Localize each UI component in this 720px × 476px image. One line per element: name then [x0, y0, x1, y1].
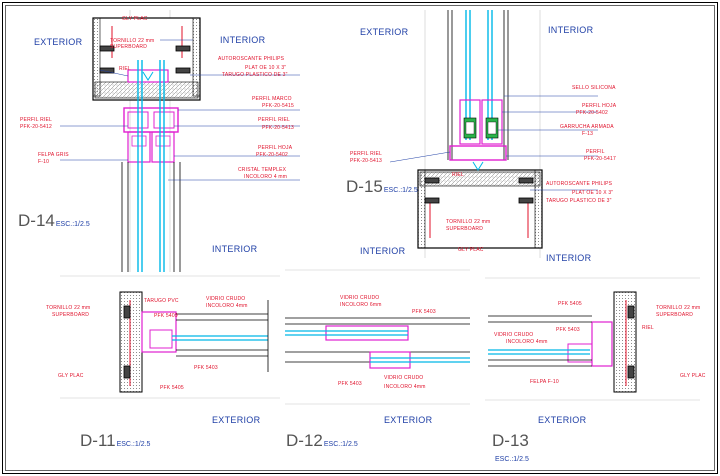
detail-d12: [285, 317, 470, 369]
note: GLY PLAC: [122, 16, 148, 22]
note: PLAT OE 10 X 3": [572, 190, 614, 196]
note: INCOLORO 4mm: [206, 303, 248, 309]
note: PFK 5403: [412, 309, 436, 315]
exterior-label: EXTERIOR: [360, 27, 409, 37]
detail-scale: ESC.:1/2.5: [116, 441, 151, 448]
note: PERFIL RIEL: [20, 117, 53, 123]
note: SUPERBOARD: [446, 226, 484, 232]
detail-title-d12: D-12ESC.:1/2.5: [286, 432, 358, 450]
note: TARUGO PLASTICO DE 3": [546, 198, 612, 204]
detail-title-text: D-14: [18, 211, 55, 230]
note: SELLO SILICONA: [572, 85, 616, 91]
note: PERFIL RIEL: [350, 151, 383, 157]
note: AUTOROSCANTE PHILIPS: [546, 181, 613, 187]
note: INCOLORO 4mm: [506, 339, 548, 345]
note: GLY PLAC: [458, 247, 484, 253]
note: INCOLORO 4 mm: [244, 174, 288, 180]
note: PFK 5403: [556, 327, 580, 333]
note: PFK 5405: [558, 301, 582, 307]
note: PFK-20-5413: [262, 125, 294, 131]
note: PERFIL MARCO: [252, 96, 292, 102]
note: PERFIL: [586, 149, 605, 155]
detail-d14: [60, 17, 300, 272]
note: RIEL: [452, 172, 464, 178]
note: TORNILLO 22 mm: [46, 305, 91, 311]
detail-title-text: D-15: [346, 177, 383, 196]
detail-scale: ESC.:1/2.5: [495, 456, 529, 463]
note: PFK-20-5417: [584, 156, 616, 162]
detail-d15: [389, 10, 598, 249]
note: PLAT OE 10 X 3": [245, 65, 287, 71]
note: PFK-20-5402: [576, 110, 608, 116]
note: INCOLORO 4mm: [384, 384, 426, 390]
note: TORNILLO 22 mm: [656, 305, 701, 311]
note: F-10: [38, 159, 50, 165]
detail-title-d11: D-11ESC.:1/2.5: [80, 432, 150, 450]
note: FELPA GRIS: [38, 152, 69, 158]
interior-label: INTERIOR: [360, 246, 406, 256]
exterior-label: EXTERIOR: [34, 37, 83, 47]
note: VIDRIO CRUDO: [494, 332, 534, 338]
exterior-label: EXTERIOR: [384, 415, 433, 425]
detail-title-text: D-13: [492, 431, 529, 450]
note: PFK 5405: [160, 385, 184, 391]
note: TORNILLO 22 mm: [110, 38, 155, 44]
interior-label: INTERIOR: [548, 25, 594, 35]
note: PERFIL HOJA: [582, 103, 617, 109]
note: VIDRIO CRUDO: [340, 295, 380, 301]
note: VIDRIO CRUDO: [206, 296, 246, 302]
note: TORNILLO 22 mm: [446, 219, 491, 225]
interior-label: INTERIOR: [220, 35, 266, 45]
note: PFK 5403: [338, 381, 362, 387]
exterior-label: EXTERIOR: [212, 415, 261, 425]
note: PFK 5409: [154, 313, 178, 319]
detail-title-d15: D-15ESC.:1/2.5: [346, 178, 418, 196]
note: SUPERBOARD: [110, 44, 148, 50]
note: GLY PLAC: [680, 373, 706, 379]
note: SUPERBOARD: [52, 312, 90, 318]
note: FELPA F-10: [530, 379, 559, 385]
detail-d13: [488, 291, 637, 393]
detail-scale: ESC.:1/2.5: [323, 441, 358, 448]
note: PERFIL RIEL: [258, 117, 291, 123]
note: GARRUCHA ARMADA: [560, 124, 614, 130]
note: INCOLORO 6mm: [340, 302, 382, 308]
note: F-13: [582, 131, 594, 137]
note: AUTOROSCANTE PHILIPS: [218, 56, 285, 62]
note: RIEL: [119, 66, 131, 72]
note: PFK-20-5413: [350, 158, 382, 164]
detail-scale: ESC.:1/2.5: [383, 187, 418, 194]
note: SUPERBOARD: [656, 312, 694, 318]
note: PFK 5403: [194, 365, 218, 371]
note: PFK-20-5402: [256, 152, 288, 158]
detail-d11: [119, 291, 269, 393]
detail-title-d14: D-14ESC.:1/2.5: [18, 212, 90, 230]
interior-label: INTERIOR: [212, 244, 258, 254]
detail-title-text: D-11: [80, 431, 116, 450]
note: PERFIL HOJA: [258, 145, 293, 151]
exterior-label: EXTERIOR: [538, 415, 587, 425]
note: CRISTAL TEMPLEX: [238, 167, 287, 173]
note: TARUGO PVC: [144, 298, 179, 304]
detail-title-text: D-12: [286, 431, 323, 450]
detail-title-d13: D-13: [492, 432, 529, 450]
note: TARUGO PLASTICO DE 3": [222, 72, 288, 78]
note: PFK-20-5415: [262, 103, 294, 109]
detail-scale: ESC.:1/2.5: [55, 221, 90, 228]
interior-label: INTERIOR: [546, 253, 592, 263]
note: GLY PLAC: [58, 373, 84, 379]
note: PFK-20-5412: [20, 124, 52, 130]
note: VIDRIO CRUDO: [384, 375, 424, 381]
note: RIEL: [642, 325, 654, 331]
